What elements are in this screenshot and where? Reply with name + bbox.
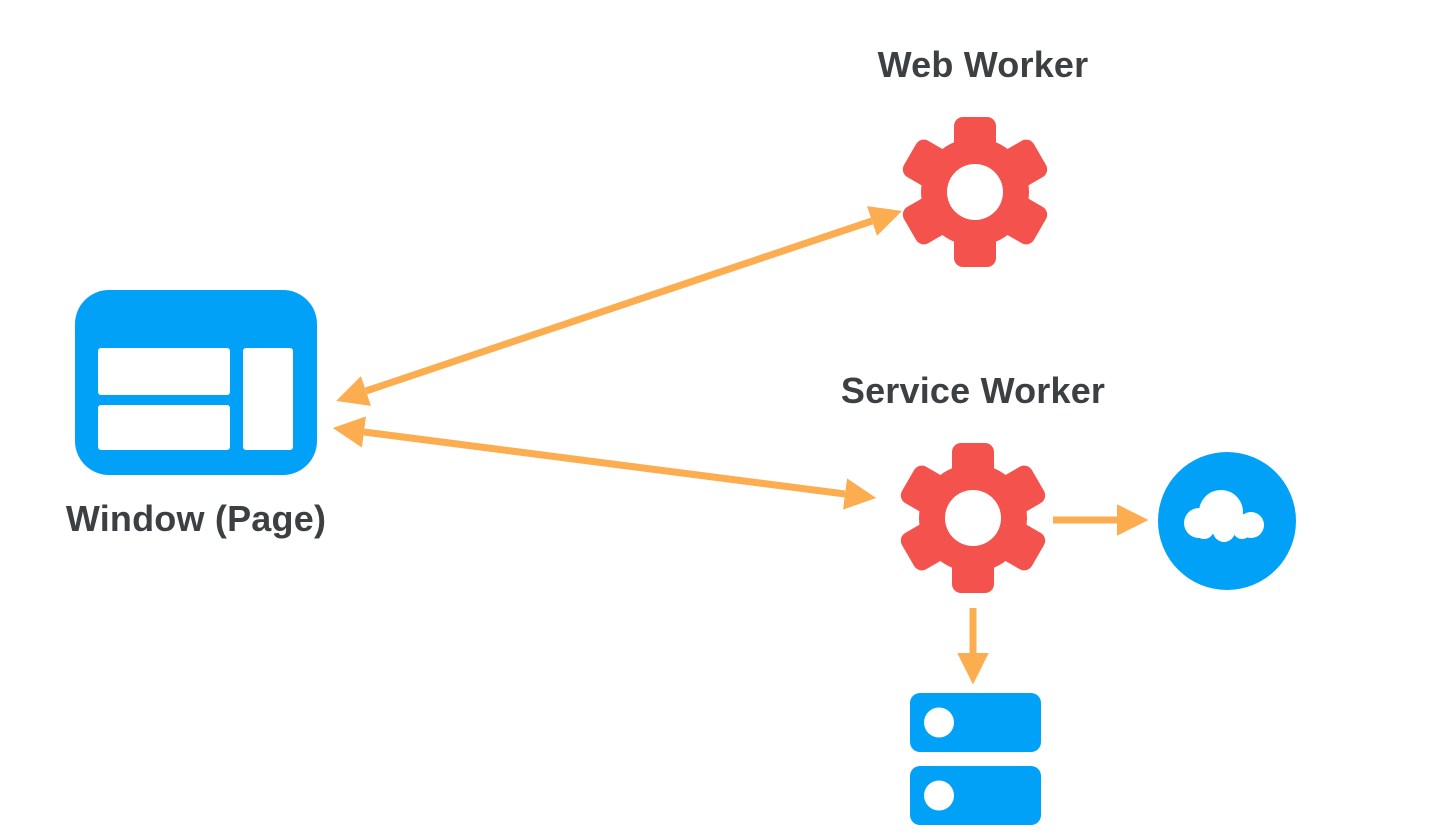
web-worker-label: Web Worker xyxy=(877,44,1089,85)
window-node xyxy=(75,290,317,475)
storage-node xyxy=(910,766,1041,825)
storage-node xyxy=(910,693,1041,752)
web-worker-node xyxy=(900,117,1050,267)
service-worker-label: Service Worker xyxy=(840,370,1106,411)
gear-icon xyxy=(900,443,1046,593)
database-icon xyxy=(910,693,1041,752)
arrow-window-webworker xyxy=(336,206,902,406)
gear-icon xyxy=(902,117,1048,267)
browser-window-icon xyxy=(75,290,317,475)
arrow-window-serviceworker xyxy=(332,416,877,510)
cloud-icon xyxy=(1158,452,1296,590)
service-worker-node xyxy=(898,443,1048,593)
database-icon xyxy=(910,766,1041,825)
network-node xyxy=(1158,452,1296,590)
window-page-label: Window (Page) xyxy=(65,498,327,539)
